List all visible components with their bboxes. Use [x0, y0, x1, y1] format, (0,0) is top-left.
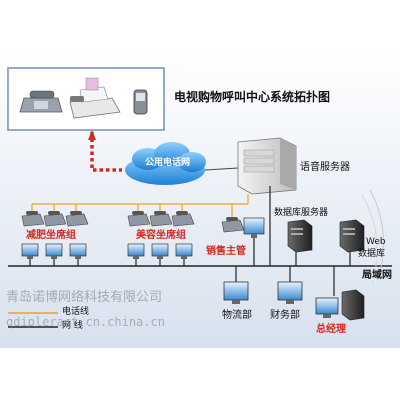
diagram-title: 电视购物呼叫中心系统拓扑图	[174, 90, 331, 104]
agent-computer-icon	[45, 243, 63, 259]
desk-phone-icon	[19, 90, 63, 113]
agent-computer-icon	[175, 243, 193, 259]
agent-phone-icon	[171, 211, 195, 227]
agent-computer-icon	[127, 243, 145, 259]
agent-computer-icon	[151, 243, 169, 259]
agent-phone-icon	[127, 211, 151, 227]
agent-phone-icon	[149, 211, 173, 227]
web-database-server-icon	[339, 219, 365, 253]
manager-computer-icon	[243, 217, 265, 238]
logistics-computer-icon	[223, 281, 249, 304]
pstn-link-arrow	[88, 130, 96, 140]
finance-computer-icon	[277, 281, 303, 304]
lan-label: 局域网	[362, 270, 392, 281]
logistics-label: 物流部	[222, 310, 252, 321]
fax-machine-icon	[69, 77, 121, 119]
watermark-site: qdipleract.cn.china.cn	[6, 315, 165, 329]
pstn-cloud	[125, 142, 206, 185]
beauty-group-label: 美容坐席组	[136, 230, 186, 241]
agent-phone-icon	[43, 211, 67, 227]
web-database-label-line1: Web	[366, 237, 386, 247]
voice-server-icon	[237, 137, 297, 195]
agent-phone-icon	[65, 211, 89, 227]
sales-manager-label: 销售主管	[206, 246, 246, 257]
agent-phone-icon	[21, 211, 45, 227]
gm-computer-icon	[315, 297, 339, 318]
agent-computer-icon	[69, 243, 87, 259]
gm-label: 总经理	[316, 324, 346, 335]
voice-server-label: 语音服务器	[300, 162, 350, 173]
decorative-arc	[369, 189, 384, 281]
watermark-company: 青岛诺博网络科技有限公司	[6, 290, 163, 305]
gm-server-icon	[341, 289, 365, 321]
mobile-phone-icon	[133, 89, 148, 115]
finance-label: 财务部	[270, 310, 300, 321]
decorative-arc	[361, 194, 378, 286]
legend-phone-label: 电话线	[62, 307, 90, 317]
diet-group-label: 减肥坐席组	[26, 230, 76, 241]
database-server-icon	[287, 219, 313, 253]
web-database-label-line2: 数据库	[358, 249, 386, 259]
agent-computer-icon	[21, 243, 39, 259]
legend-network-label: 网 线	[62, 321, 83, 331]
pstn-cloud-label: 公用电话网	[145, 158, 191, 168]
database-server-label: 数据库服务器	[274, 208, 329, 218]
cloud-to-server-line	[204, 167, 239, 171]
